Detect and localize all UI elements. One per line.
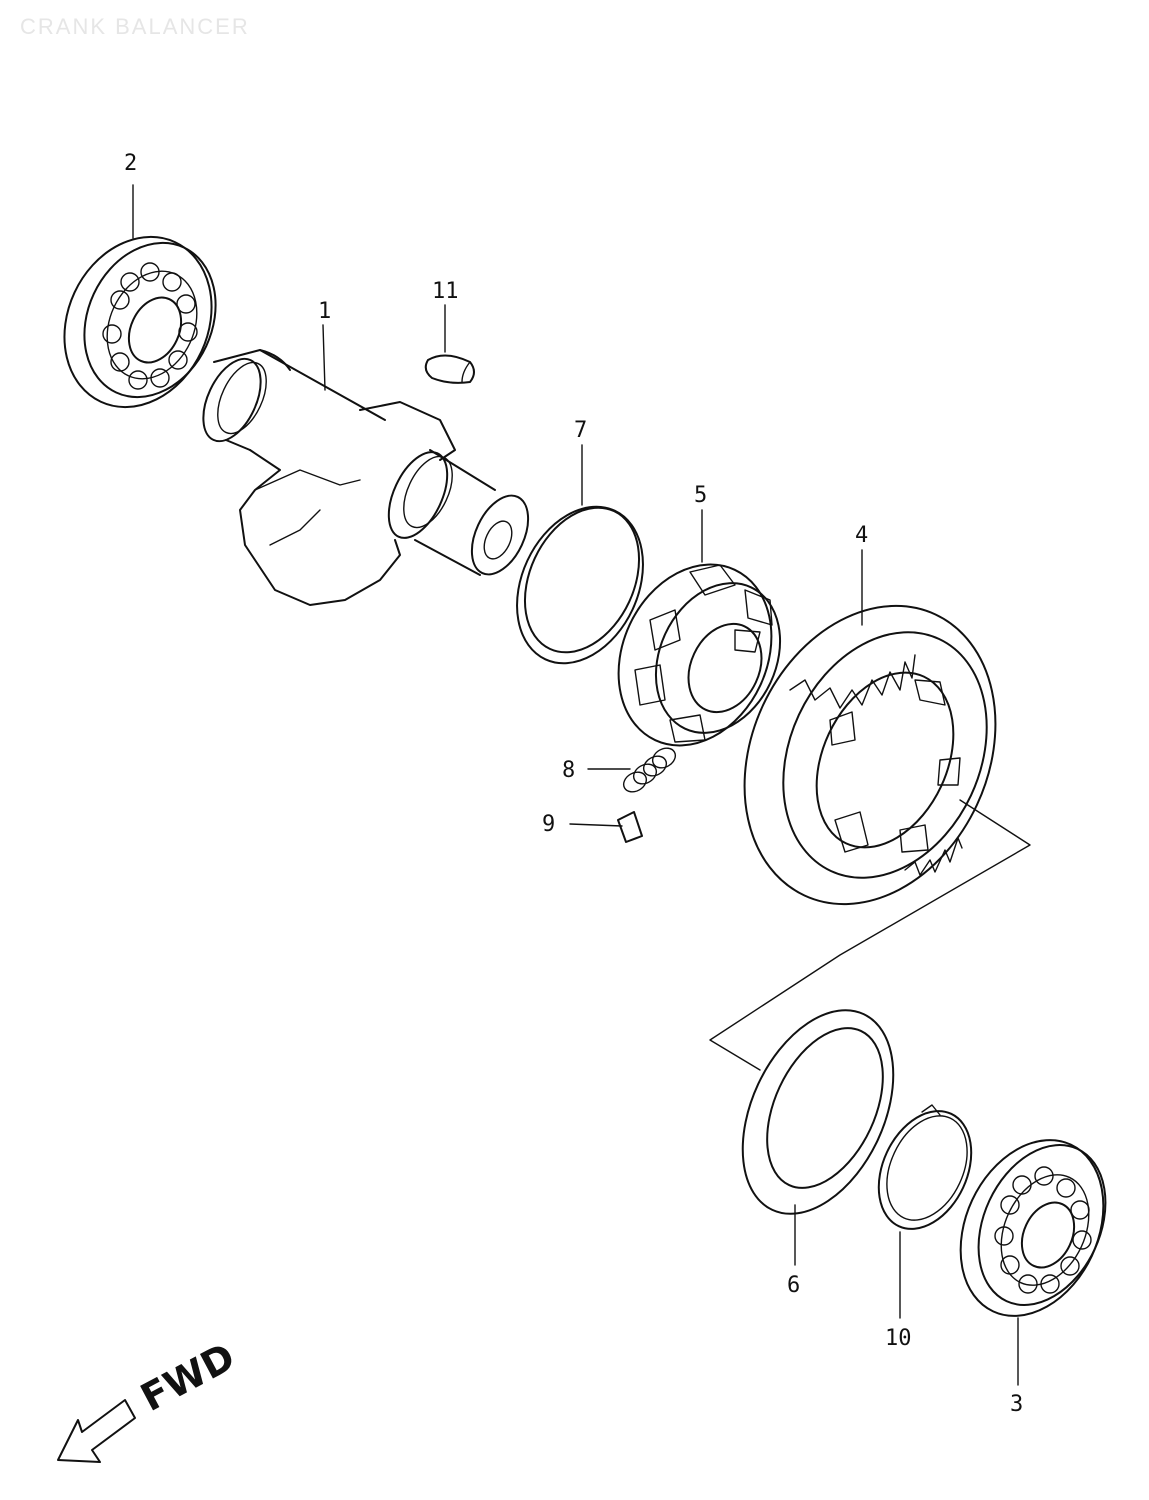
pin-part-9[interactable] [617, 811, 643, 843]
callout-11: 11 [432, 279, 459, 304]
callout-10: 10 [885, 1326, 912, 1351]
washer-part-6[interactable] [713, 986, 924, 1238]
fwd-label: FWD [134, 1334, 242, 1420]
callout-3: 3 [1010, 1392, 1023, 1417]
circlip-part-10[interactable] [861, 1096, 990, 1244]
ring-part-7[interactable] [493, 486, 667, 684]
balancer-shaft-part-1[interactable] [192, 349, 540, 606]
callout-5: 5 [694, 483, 707, 508]
bearing-part-3[interactable] [933, 1117, 1130, 1340]
callout-7: 7 [574, 418, 587, 443]
callout-6: 6 [787, 1273, 800, 1298]
callout-4: 4 [855, 523, 868, 548]
damper-hub-part-5[interactable] [590, 539, 804, 770]
callout-9: 9 [542, 812, 555, 837]
diagram-title: CRANK BALANCER [20, 14, 250, 39]
key-part-11[interactable] [424, 354, 475, 384]
assembly-bracket-line [709, 799, 1031, 1071]
spring-part-8[interactable] [620, 744, 679, 796]
leader-lines [132, 184, 1019, 1386]
balancer-gear-part-4[interactable] [698, 565, 1043, 946]
callout-2: 2 [124, 151, 137, 176]
bearing-part-2[interactable] [37, 213, 240, 432]
fwd-arrow-icon [57, 1399, 136, 1463]
callout-8: 8 [562, 758, 575, 783]
callout-1: 1 [318, 299, 331, 324]
